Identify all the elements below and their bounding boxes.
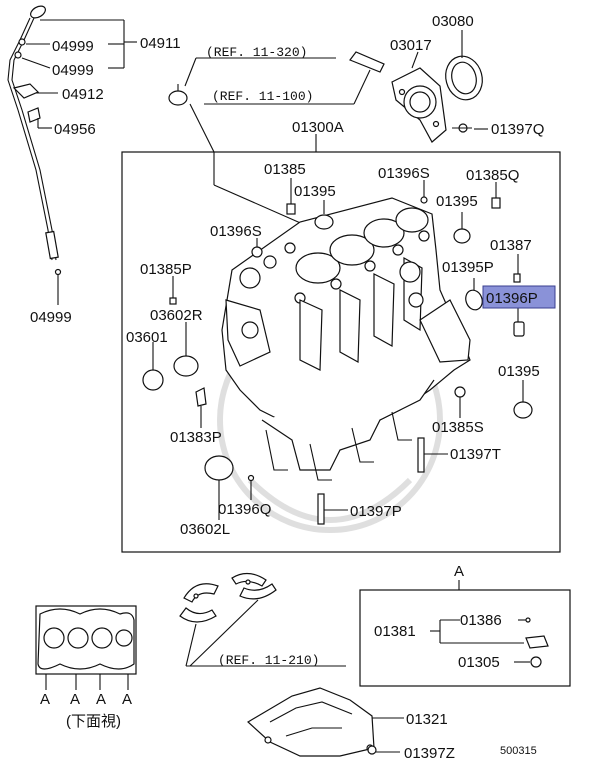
bearing-leaders bbox=[185, 599, 346, 667]
gauge-leaders bbox=[21, 19, 137, 305]
detail-a-contents bbox=[430, 617, 549, 668]
detail-a-box bbox=[359, 589, 571, 687]
cylinder-block-frame bbox=[121, 151, 561, 553]
label-01385q: 01385Q bbox=[466, 167, 519, 184]
label-01395-b: 01395 bbox=[436, 193, 478, 210]
detail-a-letter: A bbox=[454, 563, 464, 580]
ref-11-100: (REF. 11-100) bbox=[212, 89, 313, 104]
label-04999-a: 04999 bbox=[52, 38, 94, 55]
label-03601: 03601 bbox=[126, 329, 168, 346]
label-01395p: 01395P bbox=[442, 259, 494, 276]
label-01387: 01387 bbox=[490, 237, 532, 254]
label-01386: 01386 bbox=[460, 612, 502, 629]
label-01385: 01385 bbox=[264, 161, 306, 178]
label-01395-a: 01395 bbox=[294, 183, 336, 200]
label-04912: 04912 bbox=[62, 86, 104, 103]
ref-11-320: (REF. 11-320) bbox=[206, 45, 307, 60]
internal-small-parts bbox=[142, 196, 533, 525]
label-01385p: 01385P bbox=[140, 261, 192, 278]
diagram-number: 500315 bbox=[500, 745, 537, 757]
label-01397t: 01397T bbox=[450, 446, 501, 463]
highlight-01396p[interactable] bbox=[482, 285, 556, 309]
label-01396p[interactable]: 01396P bbox=[486, 290, 538, 307]
seal-leaders bbox=[411, 30, 488, 130]
label-01305: 01305 bbox=[458, 654, 500, 671]
label-01385s: 01385S bbox=[432, 419, 484, 436]
ref-11-210: (REF. 11-210) bbox=[218, 653, 319, 668]
detail-a-4: A bbox=[122, 691, 132, 708]
label-04999-c: 04999 bbox=[30, 309, 72, 326]
crank-bearings bbox=[179, 572, 277, 623]
label-01396q: 01396Q bbox=[218, 501, 271, 518]
ref-callouts-top bbox=[168, 57, 371, 226]
engine-block bbox=[221, 197, 471, 481]
label-01300a: 01300A bbox=[292, 119, 344, 136]
bottom-view-label: (下面視) bbox=[66, 713, 121, 730]
label-04956: 04956 bbox=[54, 121, 96, 138]
label-04999-b: 04999 bbox=[52, 62, 94, 79]
detail-a-1: A bbox=[40, 691, 50, 708]
label-01396s-b: 01396S bbox=[378, 165, 430, 182]
ladder-frame bbox=[246, 687, 404, 757]
label-01396s-a: 01396S bbox=[210, 223, 262, 240]
label-01397q: 01397Q bbox=[491, 121, 544, 138]
rear-oil-seal-case bbox=[349, 51, 483, 143]
label-03017: 03017 bbox=[390, 37, 432, 54]
label-01397p: 01397P bbox=[350, 503, 402, 520]
internal-leaders bbox=[152, 178, 524, 520]
block-bottom-view bbox=[35, 605, 137, 690]
oil-level-gauge bbox=[7, 5, 62, 276]
label-04911: 04911 bbox=[140, 35, 181, 52]
detail-a-2: A bbox=[70, 691, 80, 708]
label-03602r: 03602R bbox=[150, 307, 203, 324]
detail-a-3: A bbox=[96, 691, 106, 708]
label-01321: 01321 bbox=[406, 711, 448, 728]
label-03602l: 03602L bbox=[180, 521, 230, 538]
label-01383p: 01383P bbox=[170, 429, 222, 446]
label-01397z: 01397Z bbox=[404, 745, 455, 762]
label-01381: 01381 bbox=[374, 623, 416, 640]
label-01395-c: 01395 bbox=[498, 363, 540, 380]
label-03080: 03080 bbox=[432, 13, 474, 30]
